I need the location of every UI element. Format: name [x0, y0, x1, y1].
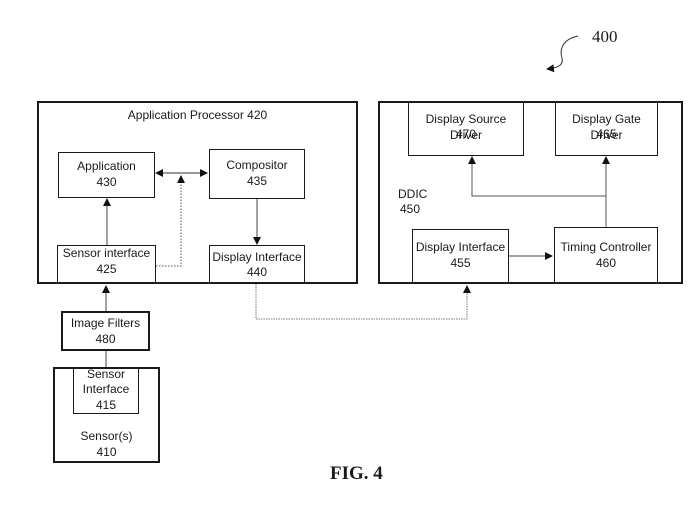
sensors-box: Sensor(s) 410: [53, 367, 160, 463]
application-number: 430: [96, 175, 117, 189]
sensors-number: 410: [96, 445, 117, 459]
sensor-interface-415-line1: Sensor: [86, 367, 126, 381]
sensor-interface-425-number: 425: [96, 262, 117, 276]
gate-driver-name: Display Gate Driver: [572, 112, 641, 142]
application-name: Application: [77, 159, 136, 173]
image-filters-name: Image Filters: [70, 316, 141, 330]
compositor-block: Compositor 435: [209, 149, 305, 199]
image-filters-block: Image Filters 480: [61, 311, 150, 351]
display-interface-440-name: Display Interface: [212, 250, 302, 264]
arrow-sensor-interface-to-bus: [156, 175, 185, 267]
sensors-name: Sensor(s): [80, 429, 133, 443]
display-gate-driver-block: Display Gate Driver 465: [555, 101, 658, 156]
display-source-driver-block: Display Source Driver 470: [408, 101, 524, 156]
sensor-interface-415-line2: Interface: [82, 382, 130, 396]
display-interface-440-number: 440: [246, 265, 268, 279]
arrow-display-interface-440-to-455: [255, 284, 471, 320]
arrow-timing-controller-to-source-driver: [468, 156, 607, 227]
source-driver-number: 470: [455, 127, 477, 141]
sensor-interface-415-number: 415: [95, 398, 117, 412]
ddic-box: DDIC 450: [378, 101, 683, 284]
application-processor-box: Application Processor 420: [37, 101, 358, 284]
compositor-number: 435: [246, 174, 268, 188]
timing-controller-name: Timing Controller: [560, 240, 652, 254]
application-block: Application 430: [58, 152, 155, 198]
figure-caption: FIG. 4: [330, 463, 383, 484]
display-interface-455-number: 455: [450, 256, 471, 270]
compositor-name: Compositor: [226, 158, 288, 172]
ddic-number: 450: [400, 202, 421, 216]
sensor-interface-425-name: Sensor interface: [62, 246, 151, 260]
reference-leader-400: [546, 35, 579, 73]
display-interface-440-block: Display Interface 440: [209, 245, 305, 284]
timing-controller-number: 460: [595, 256, 617, 270]
figure-reference-number: 400: [592, 27, 618, 46]
sensor-interface-415-block: Sensor Interface 415: [73, 367, 139, 414]
display-interface-455-block: Display Interface 455: [412, 229, 509, 284]
timing-controller-block: Timing Controller 460: [554, 227, 658, 284]
application-processor-title: Application Processor 420: [127, 108, 268, 122]
gate-driver-number: 465: [596, 127, 617, 141]
display-interface-455-name: Display Interface: [415, 240, 506, 254]
source-driver-name: Display Source Driver: [425, 112, 507, 142]
sensor-interface-425-block: Sensor interface 425: [57, 245, 156, 284]
image-filters-number: 480: [95, 332, 116, 346]
ddic-name: DDIC: [398, 187, 428, 201]
